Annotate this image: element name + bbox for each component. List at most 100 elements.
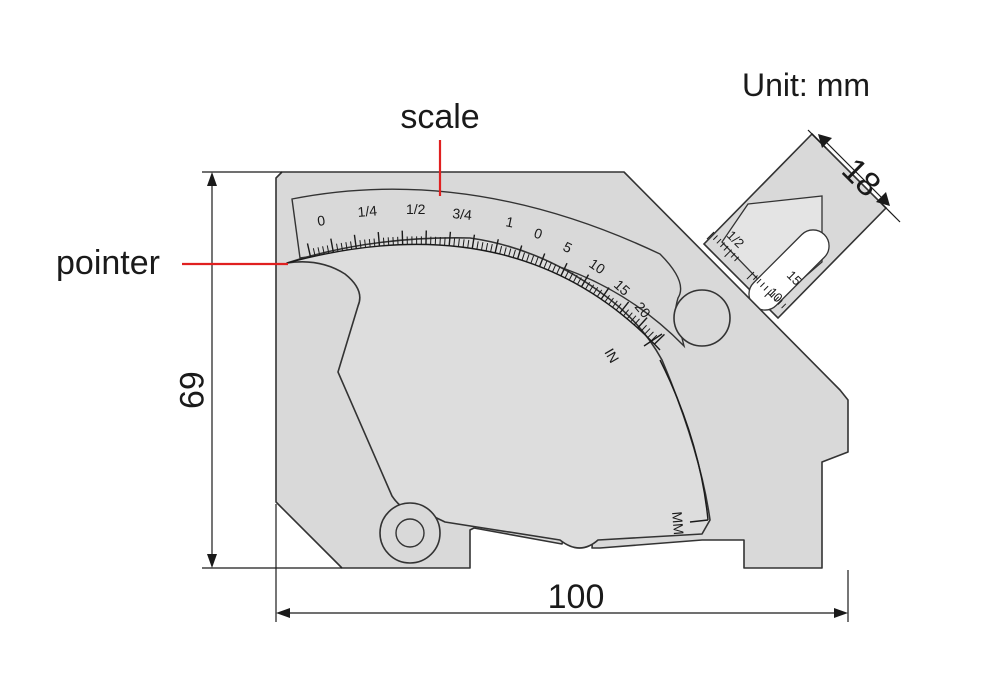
scale-tick	[516, 245, 523, 260]
unit-mm-mark: MM	[669, 511, 687, 536]
slot-tick	[777, 299, 783, 305]
slot-tick	[720, 242, 725, 248]
scale-tick	[494, 239, 499, 254]
scale-tick	[530, 255, 535, 264]
scale-tick	[499, 246, 503, 255]
scale-tick	[596, 289, 603, 297]
scale-tick	[615, 303, 622, 311]
scale-tick	[345, 242, 348, 251]
scale-tick	[306, 243, 312, 258]
scale-tick	[490, 243, 493, 252]
scale-tick	[448, 231, 452, 246]
in-label-0: 0	[316, 212, 326, 229]
slot-tick	[770, 292, 776, 298]
scale-tick	[577, 277, 582, 285]
in-label-quarter: 1/4	[357, 202, 378, 220]
slot-tick	[763, 285, 769, 291]
slot-tick	[706, 231, 715, 240]
scale-tick	[560, 262, 568, 277]
scale-tick	[359, 240, 362, 249]
scale-tick	[457, 238, 460, 247]
slot-ticks-upper	[706, 231, 740, 262]
slider-arm: 1/2 15 10	[702, 132, 888, 320]
scale-tick	[647, 331, 654, 338]
mm-label-10: 10	[586, 255, 608, 277]
scale-tick	[353, 234, 358, 249]
scale-callout-label: scale	[400, 98, 479, 136]
scale-tick	[387, 237, 390, 246]
scale-tick	[377, 232, 381, 247]
scale-tick	[526, 254, 530, 262]
width-value: 100	[548, 578, 605, 616]
scale-tick	[626, 312, 633, 320]
in-label-three-quarter: 3/4	[452, 205, 473, 223]
pointer-callout-label: pointer	[56, 244, 160, 282]
scale-tick	[312, 248, 316, 257]
in-label-1: 1	[504, 213, 515, 230]
unit-label: Unit: mm	[742, 67, 870, 103]
slot-tick	[764, 289, 773, 298]
scale-tick	[572, 274, 578, 283]
scale-tick	[368, 238, 371, 248]
scale-tick	[592, 286, 599, 295]
slot-tick	[781, 303, 787, 309]
scale-tick	[637, 317, 648, 329]
scale-tick	[568, 272, 574, 281]
scale-tick	[547, 262, 552, 271]
scale-tick	[633, 318, 640, 326]
scale-tick	[508, 248, 512, 257]
scale-tick	[467, 239, 470, 248]
scale-tick	[600, 287, 610, 300]
scale-tick	[623, 309, 630, 317]
slot-tick	[723, 245, 729, 251]
scale-tick	[373, 238, 376, 247]
mm-arc	[659, 359, 709, 521]
scale-tick	[512, 249, 516, 258]
unit-in-mark: IN	[601, 346, 622, 366]
slot-tick	[774, 296, 780, 302]
scale-tick	[538, 253, 546, 267]
scale-tick	[336, 243, 339, 252]
slot-tick	[724, 249, 733, 258]
scale-tick	[322, 246, 325, 255]
slot-ticks-lower	[746, 271, 787, 309]
scale-tick	[444, 237, 446, 246]
width-dimension: 100	[275, 504, 849, 622]
scale-tick	[340, 242, 344, 251]
scale-tick	[476, 241, 479, 250]
scale-tick	[640, 324, 647, 332]
lock-knob	[673, 289, 731, 347]
scale-tick	[556, 266, 561, 275]
scale-tick	[564, 270, 570, 279]
scale-tick	[612, 300, 618, 308]
scale-tick	[453, 238, 456, 247]
scale-tick	[589, 284, 595, 292]
slot-tick	[716, 238, 722, 244]
scale-tick	[350, 241, 353, 250]
scale-tick	[462, 239, 465, 248]
scale-tick	[317, 247, 321, 256]
scale-tick	[644, 328, 651, 335]
scale-tick	[485, 242, 489, 252]
scale-tick	[471, 234, 476, 249]
slot-tick	[752, 275, 758, 281]
height-dimension: 69	[172, 171, 342, 569]
scale-tick	[534, 257, 539, 266]
scale-tick	[619, 301, 630, 314]
scale-tick	[630, 315, 637, 323]
scale-ticks	[306, 230, 665, 345]
scale-tick	[580, 274, 590, 288]
slot-tick	[712, 235, 718, 241]
scale-tick	[552, 264, 557, 273]
pointer-callout: pointer	[56, 244, 288, 282]
slot-tick	[760, 282, 765, 288]
scale-tick	[543, 260, 548, 269]
slot-tick	[756, 278, 762, 284]
scale-tick	[364, 239, 367, 248]
scale-tick	[480, 242, 484, 251]
scale-tick	[585, 281, 591, 290]
scale-tick	[653, 333, 665, 345]
slot-tick	[746, 271, 755, 280]
scale-tick	[604, 294, 611, 303]
